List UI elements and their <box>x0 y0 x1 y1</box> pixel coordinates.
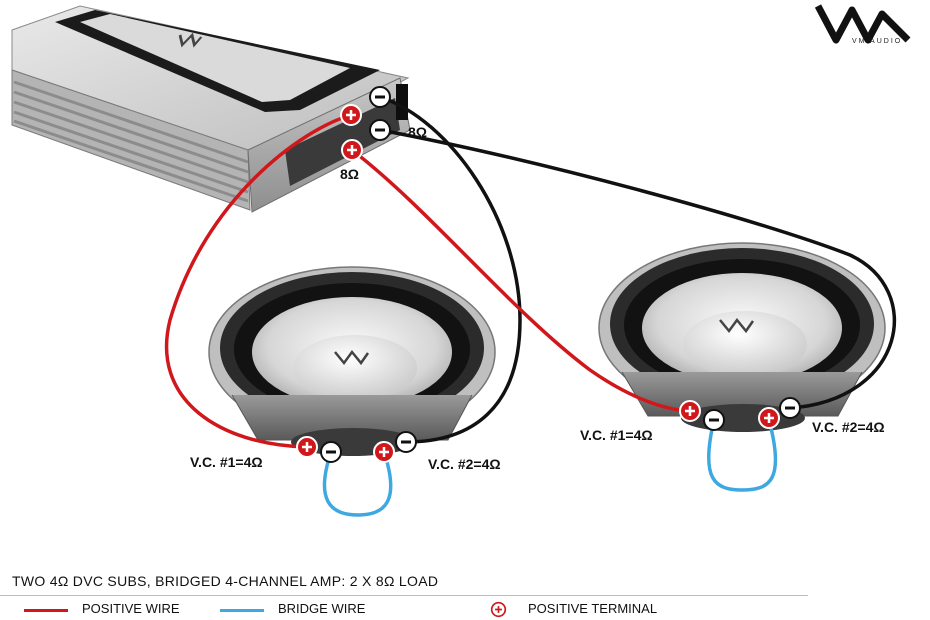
positive-wire-amp-to-sub2 <box>350 148 692 413</box>
amp-side-face <box>11 69 251 211</box>
amp-top-panel <box>80 14 350 102</box>
subwoofer-2 <box>598 242 886 432</box>
diagram-caption: TWO 4Ω DVC SUBS, BRIDGED 4-CHANNEL AMP: … <box>12 573 439 589</box>
amp-ohm-label-upper: 8Ω <box>408 124 428 140</box>
bridge-wire-swatch <box>220 609 264 612</box>
negative-wire-amp-to-sub1 <box>378 95 522 444</box>
terminals <box>296 86 801 463</box>
wires <box>164 95 897 517</box>
sub2-vc1-negative-terminal <box>703 409 725 431</box>
legend-positive-terminal: POSITIVE TERMINAL <box>528 601 658 616</box>
amp-terminal-block <box>285 98 400 186</box>
amp-logo-mark <box>178 32 203 48</box>
amp-positive-terminal-lower <box>341 139 363 161</box>
sub2-vc1-positive-terminal <box>679 400 701 422</box>
legend-divider <box>0 595 808 596</box>
vm-audio-logo <box>814 4 911 44</box>
amp-negative-terminal-upper <box>369 86 391 108</box>
sub1-vc1-label: V.C. #1=4Ω <box>190 454 263 470</box>
sub1-vc2-label: V.C. #2=4Ω <box>428 456 501 472</box>
amp-ohm-label-lower: 8Ω <box>340 166 360 182</box>
legend-positive-wire: POSITIVE WIRE <box>82 601 180 616</box>
legend-bridge-wire: BRIDGE WIRE <box>278 601 366 616</box>
amp-positive-terminal-upper <box>340 104 362 126</box>
sub2-vc2-label: V.C. #2=4Ω <box>812 419 885 435</box>
amp-fins <box>13 80 249 203</box>
amplifier <box>11 5 411 213</box>
sub2-vc2-positive-terminal <box>758 407 780 429</box>
positive-wire-amp-to-sub1 <box>164 113 353 449</box>
positive-wire-swatch <box>24 609 68 612</box>
bridge-wire-sub1 <box>322 450 393 517</box>
sub2-vc1-label: V.C. #1=4Ω <box>580 427 653 443</box>
amp-power-terminal <box>396 84 408 120</box>
sub2-vc2-negative-terminal <box>779 397 801 419</box>
sub1-vc2-negative-terminal <box>395 431 417 453</box>
sub1-vc1-negative-terminal <box>320 441 342 463</box>
subwoofer-1 <box>208 266 496 456</box>
plus-circle-icon <box>490 601 507 618</box>
sub1-vc1-positive-terminal <box>296 436 318 458</box>
bridge-wire-sub2 <box>706 418 778 492</box>
logo-subtitle: VM AUDIO <box>852 38 903 45</box>
sub1-vc2-positive-terminal <box>373 441 395 463</box>
amp-negative-terminal-lower <box>369 119 391 141</box>
negative-wire-amp-to-sub2 <box>378 128 897 410</box>
